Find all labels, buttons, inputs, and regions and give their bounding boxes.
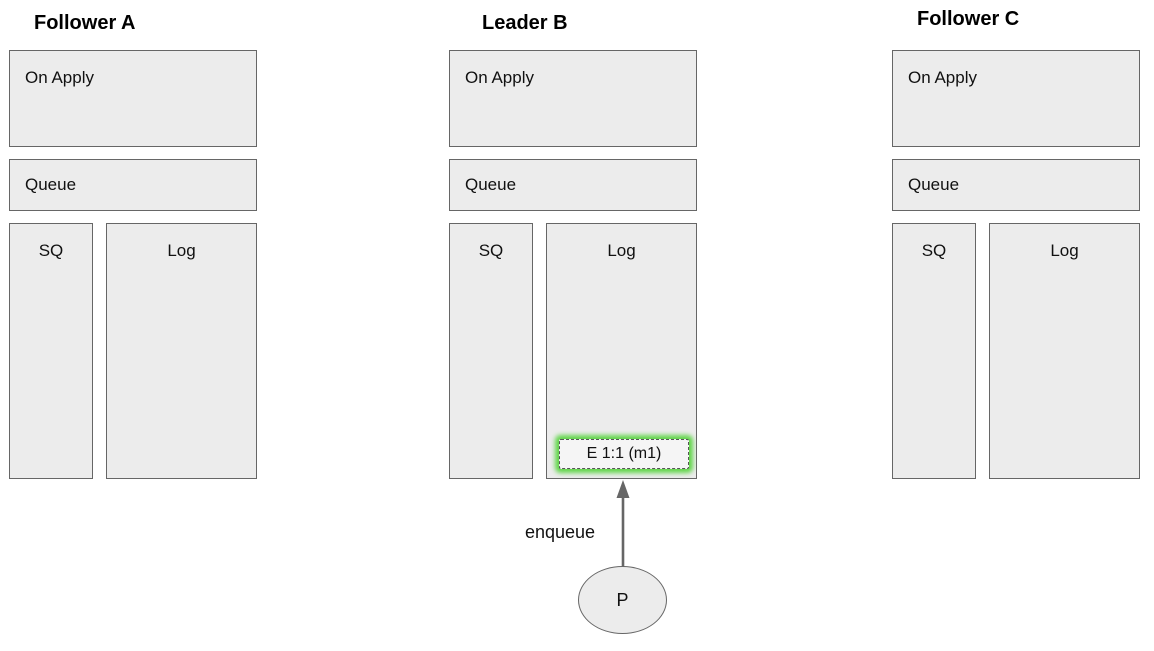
node-leader-b: Leader B On Apply Queue SQ Log E 1:1 (m1… (449, 0, 697, 480)
on-apply-label: On Apply (908, 68, 977, 87)
node-title: Follower C (917, 8, 1020, 30)
log-label: Log (167, 241, 196, 260)
proposer-label: P (616, 589, 629, 610)
on-apply-label: On Apply (465, 68, 534, 87)
on-apply-box: On Apply (449, 50, 697, 147)
queue-label: Queue (908, 175, 960, 194)
node-title: Leader B (482, 12, 568, 34)
queue-box: Queue (449, 159, 697, 211)
sq-box: SQ (892, 223, 976, 479)
on-apply-box: On Apply (9, 50, 257, 147)
log-label: Log (607, 241, 636, 260)
sq-box: SQ (449, 223, 533, 479)
node-title: Follower A (34, 12, 136, 34)
on-apply-box: On Apply (892, 50, 1140, 147)
on-apply-label: On Apply (25, 68, 94, 87)
queue-label: Queue (465, 175, 517, 194)
sq-label: SQ (38, 241, 64, 260)
queue-label: Queue (25, 175, 77, 194)
sq-label: SQ (478, 241, 504, 260)
log-box: Log (989, 223, 1140, 479)
queue-box: Queue (892, 159, 1140, 211)
log-box: Log (106, 223, 257, 479)
queue-box: Queue (9, 159, 257, 211)
sq-label: SQ (921, 241, 947, 260)
proposer-node: P (578, 566, 667, 634)
log-box: Log E 1:1 (m1) (546, 223, 697, 479)
node-follower-c: Follower C On Apply Queue SQ Log (892, 0, 1140, 480)
node-follower-a: Follower A On Apply Queue SQ Log (9, 0, 257, 480)
log-entry-highlighted: E 1:1 (m1) (559, 439, 689, 469)
enqueue-arrow-icon (616, 480, 630, 569)
log-label: Log (1050, 241, 1079, 260)
sq-box: SQ (9, 223, 93, 479)
enqueue-label: enqueue (524, 522, 596, 542)
